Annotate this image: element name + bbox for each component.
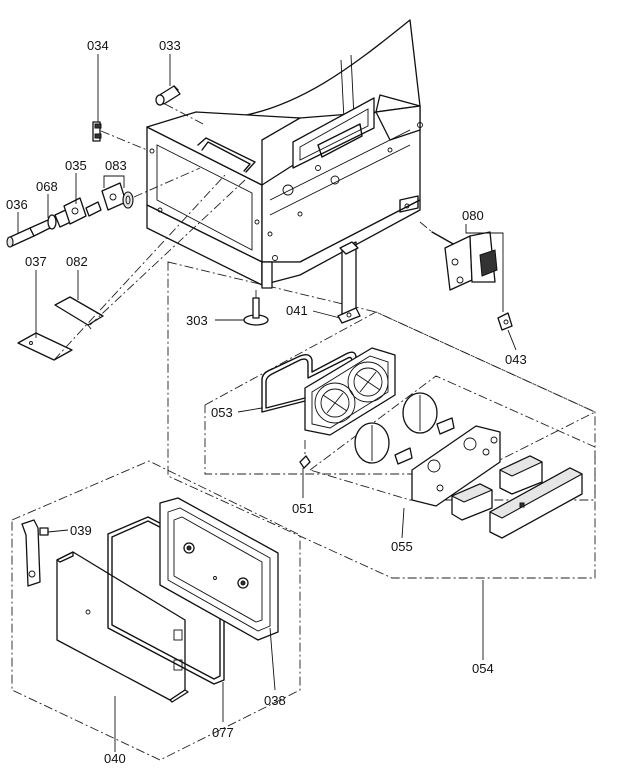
part-053-gasket [261,351,357,413]
label-068: 068 [36,179,58,194]
label-040: 040 [104,751,126,766]
group-outline-053 [204,311,597,475]
label-083: 083 [105,158,127,173]
label-043: 043 [505,352,527,367]
label-054: 054 [472,661,494,676]
part-039-latch [21,519,49,587]
main-housing [146,19,423,289]
group-outline-040 [11,460,301,761]
label-041: 041 [286,303,308,318]
label-303: 303 [186,313,208,328]
group-outline-054 [167,261,596,579]
label-034: 034 [87,38,109,53]
axle-assembly [6,167,201,248]
label-039: 039 [70,523,92,538]
group-outline-055 [309,375,596,501]
part-040-door [56,551,189,703]
part-043-clip [497,312,513,331]
label-053: 053 [211,405,233,420]
part-051-pin [299,440,311,469]
plate-037 [17,332,73,361]
leader-lines [17,54,517,752]
part-033-knob [155,85,206,126]
label-051: 051 [292,501,314,516]
label-080: 080 [462,208,484,223]
label-082: 082 [66,254,88,269]
label-036: 036 [6,197,28,212]
part-053-frame [304,347,396,436]
part-034-bracket [92,121,148,151]
label-033: 033 [159,38,181,53]
plate-guide-line-2 [89,179,246,326]
part-038-window [159,497,279,641]
label-035: 035 [65,158,87,173]
part-077-gasket [107,516,225,685]
part-080-motor [419,221,498,291]
label-038: 038 [264,693,286,708]
plate-guide-line-1 [53,174,226,361]
part-055-assembly [354,392,583,539]
part-041-bracket [337,241,361,324]
label-037: 037 [25,254,47,269]
part-303-foot [243,290,269,326]
label-055: 055 [391,539,413,554]
label-077: 077 [212,725,234,740]
part-labels: 034 033 035 083 068 036 037 082 080 303 … [6,38,527,766]
plate-082 [54,296,104,330]
